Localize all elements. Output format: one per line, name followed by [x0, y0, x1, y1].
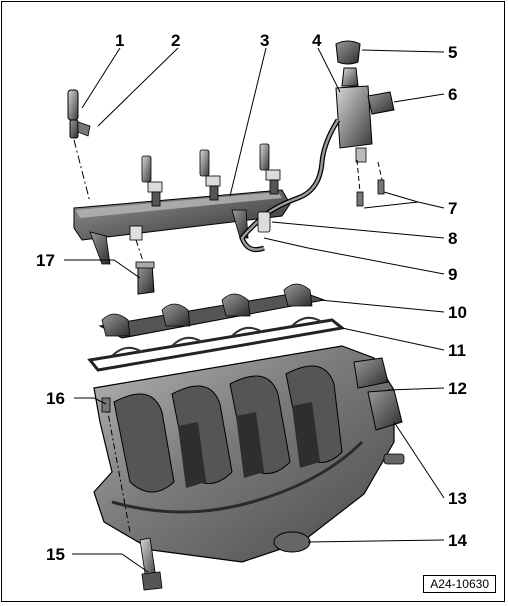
callout-3: 3	[260, 31, 269, 50]
pressure-sensor-part	[135, 261, 155, 295]
callout-8: 8	[448, 229, 457, 248]
callout-11: 11	[448, 341, 466, 360]
fuel-injector-part	[67, 89, 91, 203]
callout-17: 17	[36, 251, 55, 270]
callout-6: 6	[448, 85, 457, 104]
fuel-pressure-line-part	[239, 118, 341, 253]
callout-5: 5	[448, 43, 457, 62]
callout-4: 4	[312, 31, 322, 50]
callout-14: 14	[448, 531, 467, 550]
intake-manifold-part	[93, 345, 395, 563]
callout-1: 1	[115, 31, 124, 50]
callout-13: 13	[448, 489, 467, 508]
callout-15: 15	[46, 545, 65, 564]
fuel-rail-part	[73, 143, 291, 265]
bolt-part	[101, 397, 163, 591]
leader-lines	[64, 47, 445, 573]
callout-7: 7	[448, 199, 457, 218]
callout-12: 12	[448, 379, 467, 398]
callout-16: 16	[46, 389, 65, 408]
seal-carrier-part	[98, 283, 326, 339]
callout-labels: 1 2 3 4 5 6 7 8 9 10 11 12 13 14 15 16 1…	[36, 31, 467, 564]
fuel-pump-part	[335, 40, 395, 207]
callout-10: 10	[448, 303, 467, 322]
figure-reference-label: A24-10630	[423, 575, 496, 593]
callout-2: 2	[171, 31, 180, 50]
flap-unit-part	[353, 357, 405, 465]
callout-9: 9	[448, 265, 457, 284]
